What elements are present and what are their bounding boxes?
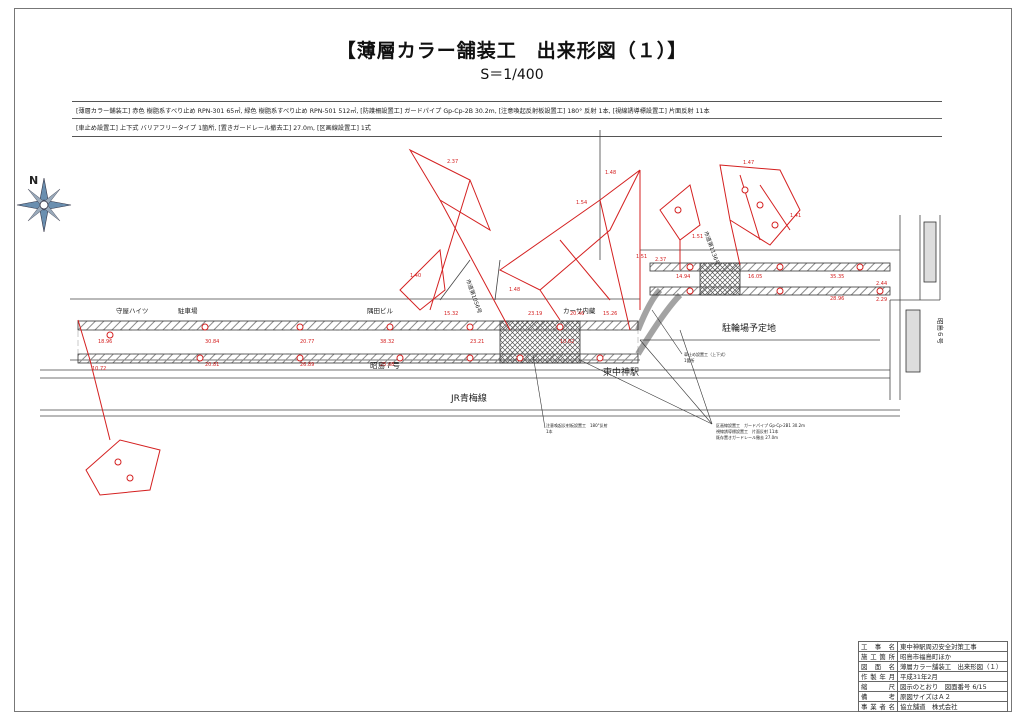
svg-text:28.96: 28.96 [830,296,844,302]
callout-guardpipe: 区画線設置工 ガードパイプ Gp-Cp-2B1 30.2m [716,422,805,428]
label-moriya-heights: 守屋ハイツ [116,306,148,315]
callout-leaders [532,309,713,429]
drawing-title: 【薄層カラー舗装工 出来形図（１）】 [336,40,688,62]
svg-text:10.62: 10.62 [560,339,574,345]
svg-text:2.37: 2.37 [447,159,458,165]
summary-line-1: [薄層カラー舗装工] 赤色 樹脂系すべり止め RPN-301 65㎡, 緑色 樹… [76,108,710,115]
svg-text:30.84: 30.84 [205,339,219,345]
svg-text:1.41: 1.41 [790,213,801,219]
label-city-road-1: 市道第1056号 [464,278,484,315]
drawing-scale: S＝1/400 [480,67,544,83]
svg-text:1.40: 1.40 [410,273,421,279]
callout-reflector: 注意喚起反射板設置工 180°反射 [546,422,608,428]
label-city-road-2: 市道第1136号 [702,230,722,267]
svg-text:18.96: 18.96 [98,339,112,345]
svg-text:2.29: 2.29 [876,297,887,303]
svg-text:1.48: 1.48 [605,170,616,176]
callout-bollard: 車止め設置工（上下式） [684,351,728,357]
title-block-row: 備考原図サイズはＡ２ [858,691,1008,702]
label-bicycle-parking: 駐輪場予定地 [722,322,776,334]
svg-text:25.68: 25.68 [380,362,394,368]
callout-delineator: 視線誘導標設置工 片面反射 11本 [716,428,778,434]
title-block-table: 工事名東中神駅周辺安全対策工事 施工箇所昭島市福島町ほか 図面名薄層カラー舗装工… [858,641,1008,712]
compass-n-label: N [29,174,38,187]
title-block-row: 作製年月平成31年2月 [858,671,1008,682]
svg-text:15.32: 15.32 [444,311,458,317]
svg-text:15.26: 15.26 [603,311,617,317]
svg-text:1.48: 1.48 [509,287,520,293]
label-parking: 駐車場 [178,306,198,315]
summary-line-2: [車止め設置工] 上下式 バリアフリータイプ 1箇所, [置きガードレール撤去工… [76,125,371,132]
svg-text:35.35: 35.35 [830,274,844,280]
callout-texts: 注意喚起反射板設置工 180°反射 1本 車止め設置工（上下式） 1箇所 区画線… [546,351,805,440]
label-carsa-uchigura: カーサ内藏 [563,306,596,315]
svg-text:20.46: 20.46 [570,311,584,317]
label-higashinakagami-station: 東中神駅 [603,366,639,378]
label-akishima6: 昭島６号 [936,318,945,345]
svg-text:1.54: 1.54 [576,200,587,206]
svg-text:2.44: 2.44 [876,281,887,287]
drawing-sheet-border [14,8,1012,712]
svg-text:2.37: 2.37 [655,257,666,263]
callout-reflector-qty: 1本 [546,428,553,434]
svg-text:16.05: 16.05 [748,274,762,280]
red-markers [106,186,884,482]
callout-bollard-qty: 1箇所 [684,357,695,363]
svg-text:1.47: 1.47 [743,160,754,166]
svg-text:14.94: 14.94 [676,274,690,280]
svg-text:1.51: 1.51 [692,234,703,240]
red-dimension-numbers: 1.48 2.37 1.40 1.51 1.48 2.37 1.51 1.47 … [92,159,887,372]
svg-text:20.77: 20.77 [300,339,314,345]
svg-text:26.89: 26.89 [300,362,314,368]
svg-text:38.32: 38.32 [380,339,394,345]
label-akishima7: 昭島７号 [370,360,400,370]
svg-text:1.51: 1.51 [636,254,647,260]
summary-divider [72,118,942,119]
title-block-row: 工事名東中神駅周辺安全対策工事 [858,641,1008,652]
label-jr-ome-line: JR青梅線 [450,392,487,404]
svg-text:23.21: 23.21 [470,339,484,345]
label-sumita-bldg: 隅田ビル [367,306,394,315]
svg-text:20.81: 20.81 [205,362,219,368]
title-block-row: 縮尺図示のとおり 図面番号 6/15 [858,681,1008,692]
title-block-row: 施工箇所昭島市福島町ほか [858,651,1008,662]
colored-pavement-lanes [77,221,937,373]
title-block-row: 事業者名協立舗道 株式会社 [858,701,1008,712]
quantity-summary-box: [薄層カラー舗装工] 赤色 樹脂系すべり止め RPN-301 65㎡, 緑色 樹… [72,101,942,137]
north-compass-icon [16,177,72,233]
svg-text:10.72: 10.72 [92,366,106,372]
svg-text:23.19: 23.19 [528,311,542,317]
red-dimension-markup [77,148,801,496]
street-lines [40,130,941,417]
title-block-row: 図面名薄層カラー舗装工 出来形図（１） [858,661,1008,672]
callout-guardrail-removal: 既存置きガードレール撤去 27.0m [716,434,778,440]
